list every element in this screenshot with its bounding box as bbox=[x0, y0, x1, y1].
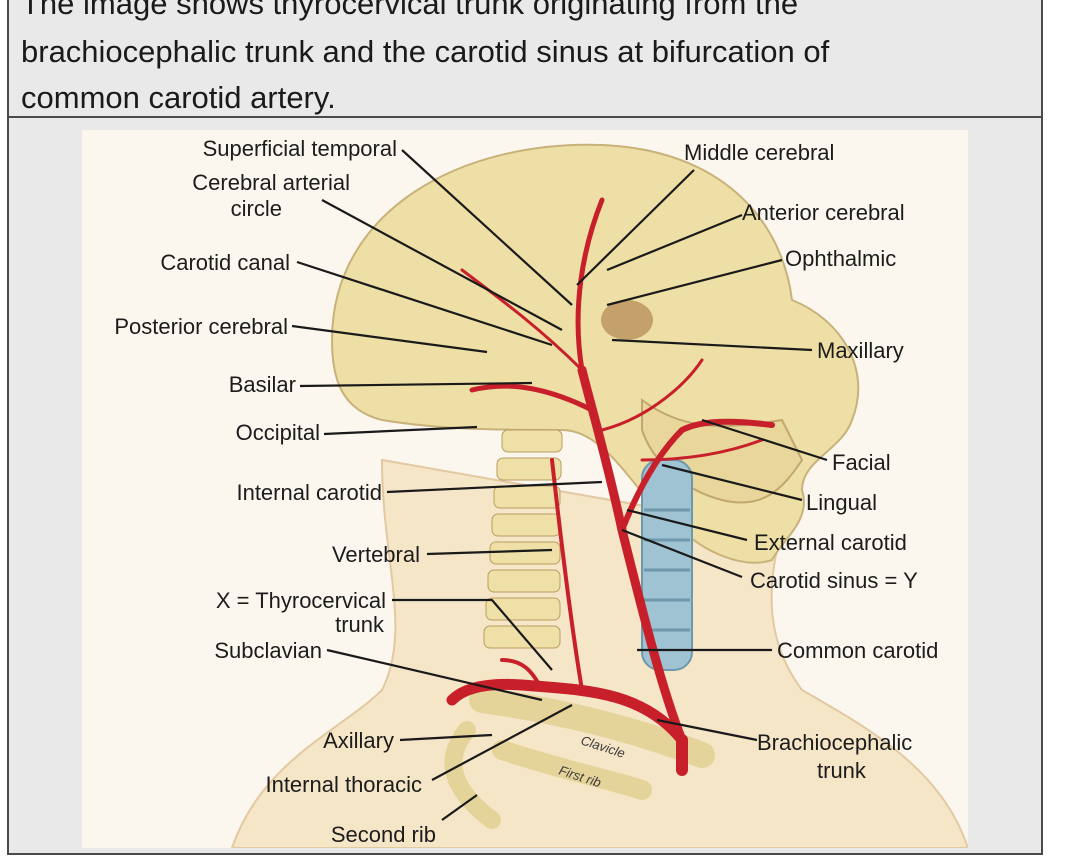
anatomy-illustration: Superficial temporal Cerebral arterial c… bbox=[114, 136, 968, 848]
label-facial: Facial bbox=[832, 450, 891, 475]
label-basilar: Basilar bbox=[229, 372, 296, 397]
caption-box: The image shows thyrocervical trunk orig… bbox=[9, 0, 1041, 118]
label-cerebral-arterial-circle-2: circle bbox=[231, 196, 282, 221]
trachea bbox=[641, 459, 693, 671]
orbit bbox=[601, 300, 653, 340]
label-brachiocephalic-trunk-2: trunk bbox=[817, 758, 867, 783]
label-superficial-temporal: Superficial temporal bbox=[203, 136, 397, 161]
label-thyrocervical-trunk: X = Thyrocervical bbox=[216, 588, 386, 613]
label-anterior-cerebral: Anterior cerebral bbox=[742, 200, 905, 225]
neck-silhouette bbox=[230, 458, 968, 848]
label-common-carotid: Common carotid bbox=[777, 638, 938, 663]
label-cerebral-arterial-circle: Cerebral arterial bbox=[192, 170, 350, 195]
label-thyrocervical-trunk-2: trunk bbox=[335, 612, 385, 637]
diagram-labels: Superficial temporal Cerebral arterial c… bbox=[114, 136, 938, 847]
label-middle-cerebral: Middle cerebral bbox=[684, 140, 834, 165]
label-internal-thoracic: Internal thoracic bbox=[265, 772, 422, 797]
label-subclavian: Subclavian bbox=[214, 638, 322, 663]
label-external-carotid: External carotid bbox=[754, 530, 907, 555]
label-lingual: Lingual bbox=[806, 490, 877, 515]
first-rib bbox=[492, 740, 652, 800]
label-carotid-canal: Carotid canal bbox=[160, 250, 290, 275]
caption-line-3: common carotid artery. bbox=[21, 80, 336, 115]
label-vertebral: Vertebral bbox=[332, 542, 420, 567]
label-ophthalmic: Ophthalmic bbox=[785, 246, 896, 271]
label-occipital: Occipital bbox=[236, 420, 320, 445]
anatomy-figure: Superficial temporal Cerebral arterial c… bbox=[82, 130, 968, 848]
label-brachiocephalic-trunk: Brachiocephalic bbox=[757, 730, 912, 755]
label-second-rib: Second rib bbox=[331, 822, 436, 847]
label-internal-carotid: Internal carotid bbox=[236, 480, 382, 505]
label-axillary: Axillary bbox=[323, 728, 394, 753]
label-maxillary: Maxillary bbox=[817, 338, 904, 363]
caption-line-1: The image shows thyrocervical trunk orig… bbox=[21, 0, 799, 21]
leader-lines bbox=[291, 149, 828, 821]
clavicle bbox=[469, 687, 715, 768]
label-carotid-sinus: Carotid sinus = Y bbox=[750, 568, 918, 593]
second-rib bbox=[444, 721, 501, 829]
label-posterior-cerebral: Posterior cerebral bbox=[114, 314, 288, 339]
caption-line-2: brachiocephalic trunk and the carotid si… bbox=[21, 34, 830, 69]
